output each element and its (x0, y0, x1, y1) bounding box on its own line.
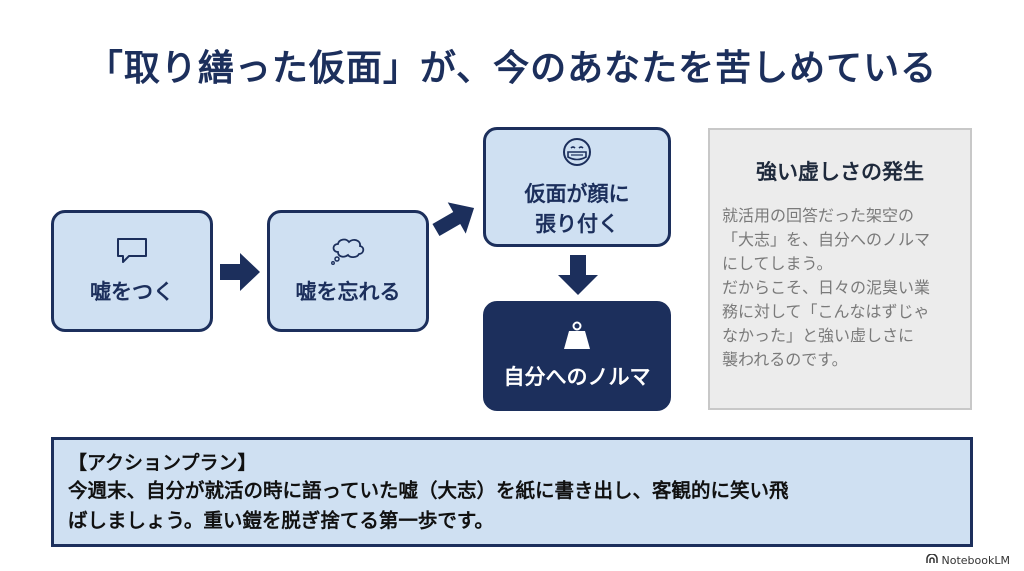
action-plan-line2: ばしましょう。重い鎧を脱ぎ捨てる第一歩です。 (68, 509, 494, 532)
arrow-up-right-icon (432, 202, 475, 237)
flow-step-forget-label: 嘘を忘れる (295, 279, 401, 304)
flow-step-mask: 仮面が顔に 張り付く (483, 127, 671, 247)
action-plan-box: 【アクションプラン】 今週末、自分が就活の時に語っていた嘘（大志）を紙に書き出し… (51, 437, 973, 547)
brand-label: NotebookLM (941, 554, 1010, 567)
flow-step-mask-label-line2: 張り付く (535, 211, 619, 236)
flow-step-lie-label: 嘘をつく (90, 279, 174, 304)
page-title: 「取り繕った仮面」が、今のあなたを苦しめている (86, 48, 938, 89)
flow-step-forget: 嘘を忘れる (267, 210, 429, 332)
flow-step-quota: 自分へのノルマ (483, 301, 671, 411)
arrow-down-icon (558, 255, 598, 295)
weight-icon (561, 321, 593, 356)
brand-watermark: NotebookLM (925, 553, 1010, 567)
flow-step-quota-label: 自分へのノルマ (503, 364, 651, 389)
speech-bubble-icon (115, 236, 149, 271)
side-panel: 強い虚しさの発生 就活用の回答だった架空の 「大志」を、自分へのノルマ にしてし… (708, 128, 972, 410)
action-plan-heading: 【アクションプラン】 (68, 452, 257, 474)
side-panel-body: 就活用の回答だった架空の 「大志」を、自分へのノルマ にしてしまう。 だからこそ… (722, 206, 931, 369)
masked-face-icon (561, 136, 593, 173)
thought-bubble-icon (328, 236, 368, 271)
flow-step-lie: 嘘をつく (51, 210, 213, 332)
flow-step-mask-label-line1: 仮面が顔に (524, 181, 630, 206)
arrow-right-icon (220, 253, 260, 291)
action-plan-line1: 今週末、自分が就活の時に語っていた嘘（大志）を紙に書き出し、客観的に笑い飛 (68, 479, 789, 502)
notebooklm-logo-icon (925, 553, 938, 567)
side-panel-heading: 強い虚しさの発生 (756, 160, 924, 184)
